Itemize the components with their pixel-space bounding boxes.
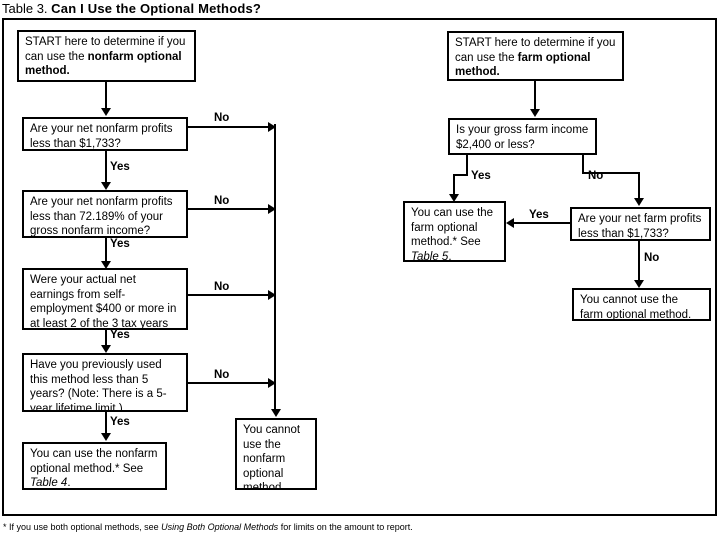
farm-q1-yes-turn-line [453, 174, 468, 176]
farm-q2-box: Are your net farm profits less than $1,7… [570, 207, 711, 241]
farm-start-to-q1-arrow [530, 109, 540, 117]
nonfarm-start-emphasis: nonfarm optional method. [25, 50, 182, 78]
nonfarm-start-box: START here to determine if you can use t… [17, 30, 196, 82]
farm-q2-yes-label: Yes [529, 209, 549, 221]
nonfarm-q3-box: Were your actual net earnings from self-… [22, 268, 188, 330]
farm-result-yes-tail: . [448, 250, 452, 262]
nonfarm-start-text: START here to determine if you can use t… [25, 36, 186, 63]
nonfarm-result-yes-text: You can use the nonfarm optional method.… [30, 448, 158, 475]
chart-frame [2, 18, 717, 516]
nonfarm-q3-no-label: No [214, 281, 230, 293]
farm-q1-yes-label: Yes [471, 170, 491, 182]
nonfarm-q2-box: Are your net nonfarm profits less than 7… [22, 190, 188, 238]
farm-result-yes-text: You can use the farm optional method.* S… [411, 207, 494, 249]
nonfarm-q3-no-line [188, 294, 270, 296]
farm-q1-no-turn-line [582, 172, 640, 174]
farm-q2-no-arrow [634, 280, 644, 288]
nonfarm-q4-text: Have you previously used this method les… [30, 359, 167, 412]
farm-result-no-box: You cannot use the farm optional method. [572, 288, 711, 321]
nonfarm-q4-no-label: No [214, 369, 230, 381]
nonfarm-q1-yes-arrow [101, 182, 111, 190]
farm-q2-no-label: No [644, 252, 660, 264]
nonfarm-q4-no-arrow [268, 378, 276, 388]
nonfarm-result-yes-table-ref: Table 4 [30, 477, 68, 490]
nonfarm-q2-no-line [188, 208, 270, 210]
farm-q1-yes-down-line [453, 174, 455, 196]
footnote-suffix: for limits on the amount to report. [278, 522, 413, 532]
nonfarm-q3-text: Were your actual net earnings from self-… [30, 274, 177, 330]
farm-q1-no-arrow [634, 198, 644, 206]
farm-q2-yes-line [514, 222, 571, 224]
farm-q1-no-line [582, 155, 584, 173]
nonfarm-no-collector-arrow [271, 409, 281, 417]
farm-q1-yes-arrow [449, 194, 459, 202]
nonfarm-result-no-box: You cannot use the nonfarm optional meth… [235, 418, 317, 490]
nonfarm-result-yes-tail: . [67, 477, 71, 490]
farm-start-emphasis: farm optional method. [455, 51, 591, 79]
nonfarm-q4-box: Have you previously used this method les… [22, 353, 188, 412]
nonfarm-q1-yes-label: Yes [110, 161, 130, 173]
nonfarm-q1-yes-line [105, 151, 107, 183]
nonfarm-q4-yes-arrow [101, 433, 111, 441]
nonfarm-q1-text: Are your net nonfarm profits less than $… [30, 123, 173, 150]
footnote-reference: Using Both Optional Methods [161, 522, 279, 532]
nonfarm-q1-no-line [188, 126, 270, 128]
nonfarm-result-no-text: You cannot use the nonfarm optional meth… [243, 424, 301, 490]
footnote-prefix: * If you use both optional methods, see [3, 522, 162, 532]
title-question: Can I Use the Optional Methods? [51, 1, 262, 16]
nonfarm-q2-text: Are your net nonfarm profits less than 7… [30, 196, 173, 238]
farm-q1-text: Is your gross farm income $2,400 or less… [456, 124, 589, 151]
farm-q1-yes-line [466, 155, 468, 175]
nonfarm-q4-no-line [188, 382, 270, 384]
page-title: Table 3. Can I Use the Optional Methods? [2, 0, 719, 18]
nonfarm-result-yes-box: You can use the nonfarm optional method.… [22, 442, 167, 490]
farm-q1-box: Is your gross farm income $2,400 or less… [448, 118, 597, 155]
farm-result-yes-box: You can use the farm optional method.* S… [403, 201, 506, 262]
nonfarm-q3-yes-label: Yes [110, 329, 130, 341]
nonfarm-q2-yes-line [105, 238, 107, 263]
nonfarm-q2-no-arrow [268, 204, 276, 214]
nonfarm-q4-yes-label: Yes [110, 416, 130, 428]
farm-q1-no-down-line [638, 172, 640, 199]
nonfarm-q1-no-arrow [268, 122, 276, 132]
nonfarm-q1-no-label: No [214, 112, 230, 124]
nonfarm-q2-no-label: No [214, 195, 230, 207]
farm-start-text: START here to determine if you can use t… [455, 37, 616, 64]
nonfarm-q3-yes-line [105, 330, 107, 346]
farm-q2-yes-arrow [506, 218, 514, 228]
nonfarm-start-to-q1-arrow [101, 108, 111, 116]
farm-q2-no-line [638, 241, 640, 281]
nonfarm-start-to-q1-line [105, 82, 107, 109]
nonfarm-no-collector-line [274, 124, 276, 410]
nonfarm-q3-no-arrow [268, 290, 276, 300]
footnote: * If you use both optional methods, see … [3, 521, 719, 533]
farm-q1-no-label: No [588, 170, 604, 182]
farm-result-no-text: You cannot use the farm optional method. [580, 294, 692, 321]
nonfarm-q2-yes-arrow [101, 261, 111, 269]
farm-q2-text: Are your net farm profits less than $1,7… [578, 213, 702, 240]
title-table-number: Table 3. [2, 1, 48, 16]
nonfarm-q2-yes-label: Yes [110, 238, 130, 250]
farm-start-to-q1-line [534, 81, 536, 110]
nonfarm-q3-yes-arrow [101, 345, 111, 353]
nonfarm-q1-box: Are your net nonfarm profits less than $… [22, 117, 188, 151]
farm-start-box: START here to determine if you can use t… [447, 31, 624, 81]
farm-result-yes-table-ref: Table 5 [411, 250, 449, 262]
nonfarm-q4-yes-line [105, 412, 107, 434]
